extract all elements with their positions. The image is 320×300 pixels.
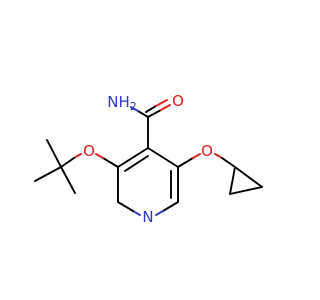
bond xyxy=(192,153,201,159)
carboxamide-group xyxy=(130,99,171,149)
ring-nitrogen-label: N xyxy=(142,208,153,226)
bond xyxy=(95,153,104,159)
ether-oxygen-left-label: O xyxy=(83,142,95,160)
bond xyxy=(46,139,62,168)
bond xyxy=(234,166,263,188)
pyridine-ring xyxy=(117,147,179,216)
bond xyxy=(214,153,223,159)
bond xyxy=(73,153,82,159)
bond xyxy=(130,106,139,112)
cyclopropoxy-group xyxy=(177,153,263,195)
amide-nitrogen-label: NH2 xyxy=(107,93,137,113)
ether-oxygen-right-label: O xyxy=(201,142,213,160)
ring-bond xyxy=(155,210,164,216)
bond xyxy=(145,105,157,113)
structure-diagram: NH2 O O O N xyxy=(34,92,263,226)
bond xyxy=(102,157,119,168)
tert-butoxy-group xyxy=(34,139,119,194)
ring-bond xyxy=(162,201,179,212)
bond xyxy=(160,104,171,111)
ring-bond xyxy=(132,210,141,216)
ring-bond xyxy=(147,147,179,168)
bond xyxy=(34,166,62,182)
bond xyxy=(60,166,76,194)
ring-bond-inner xyxy=(124,155,149,172)
bond xyxy=(229,186,263,195)
bond xyxy=(229,166,236,195)
atom-label-amide-n: NH2 xyxy=(107,93,137,113)
ring-bond xyxy=(117,201,134,212)
bond xyxy=(155,99,168,107)
bond xyxy=(147,109,162,118)
bond xyxy=(137,110,149,118)
molecule-drawing: NH2 O O O N xyxy=(34,92,263,226)
amide-oxygen-label: O xyxy=(172,92,184,110)
ring-bond xyxy=(117,147,149,168)
bond xyxy=(177,157,194,168)
bond xyxy=(60,157,75,168)
bond xyxy=(221,157,236,168)
